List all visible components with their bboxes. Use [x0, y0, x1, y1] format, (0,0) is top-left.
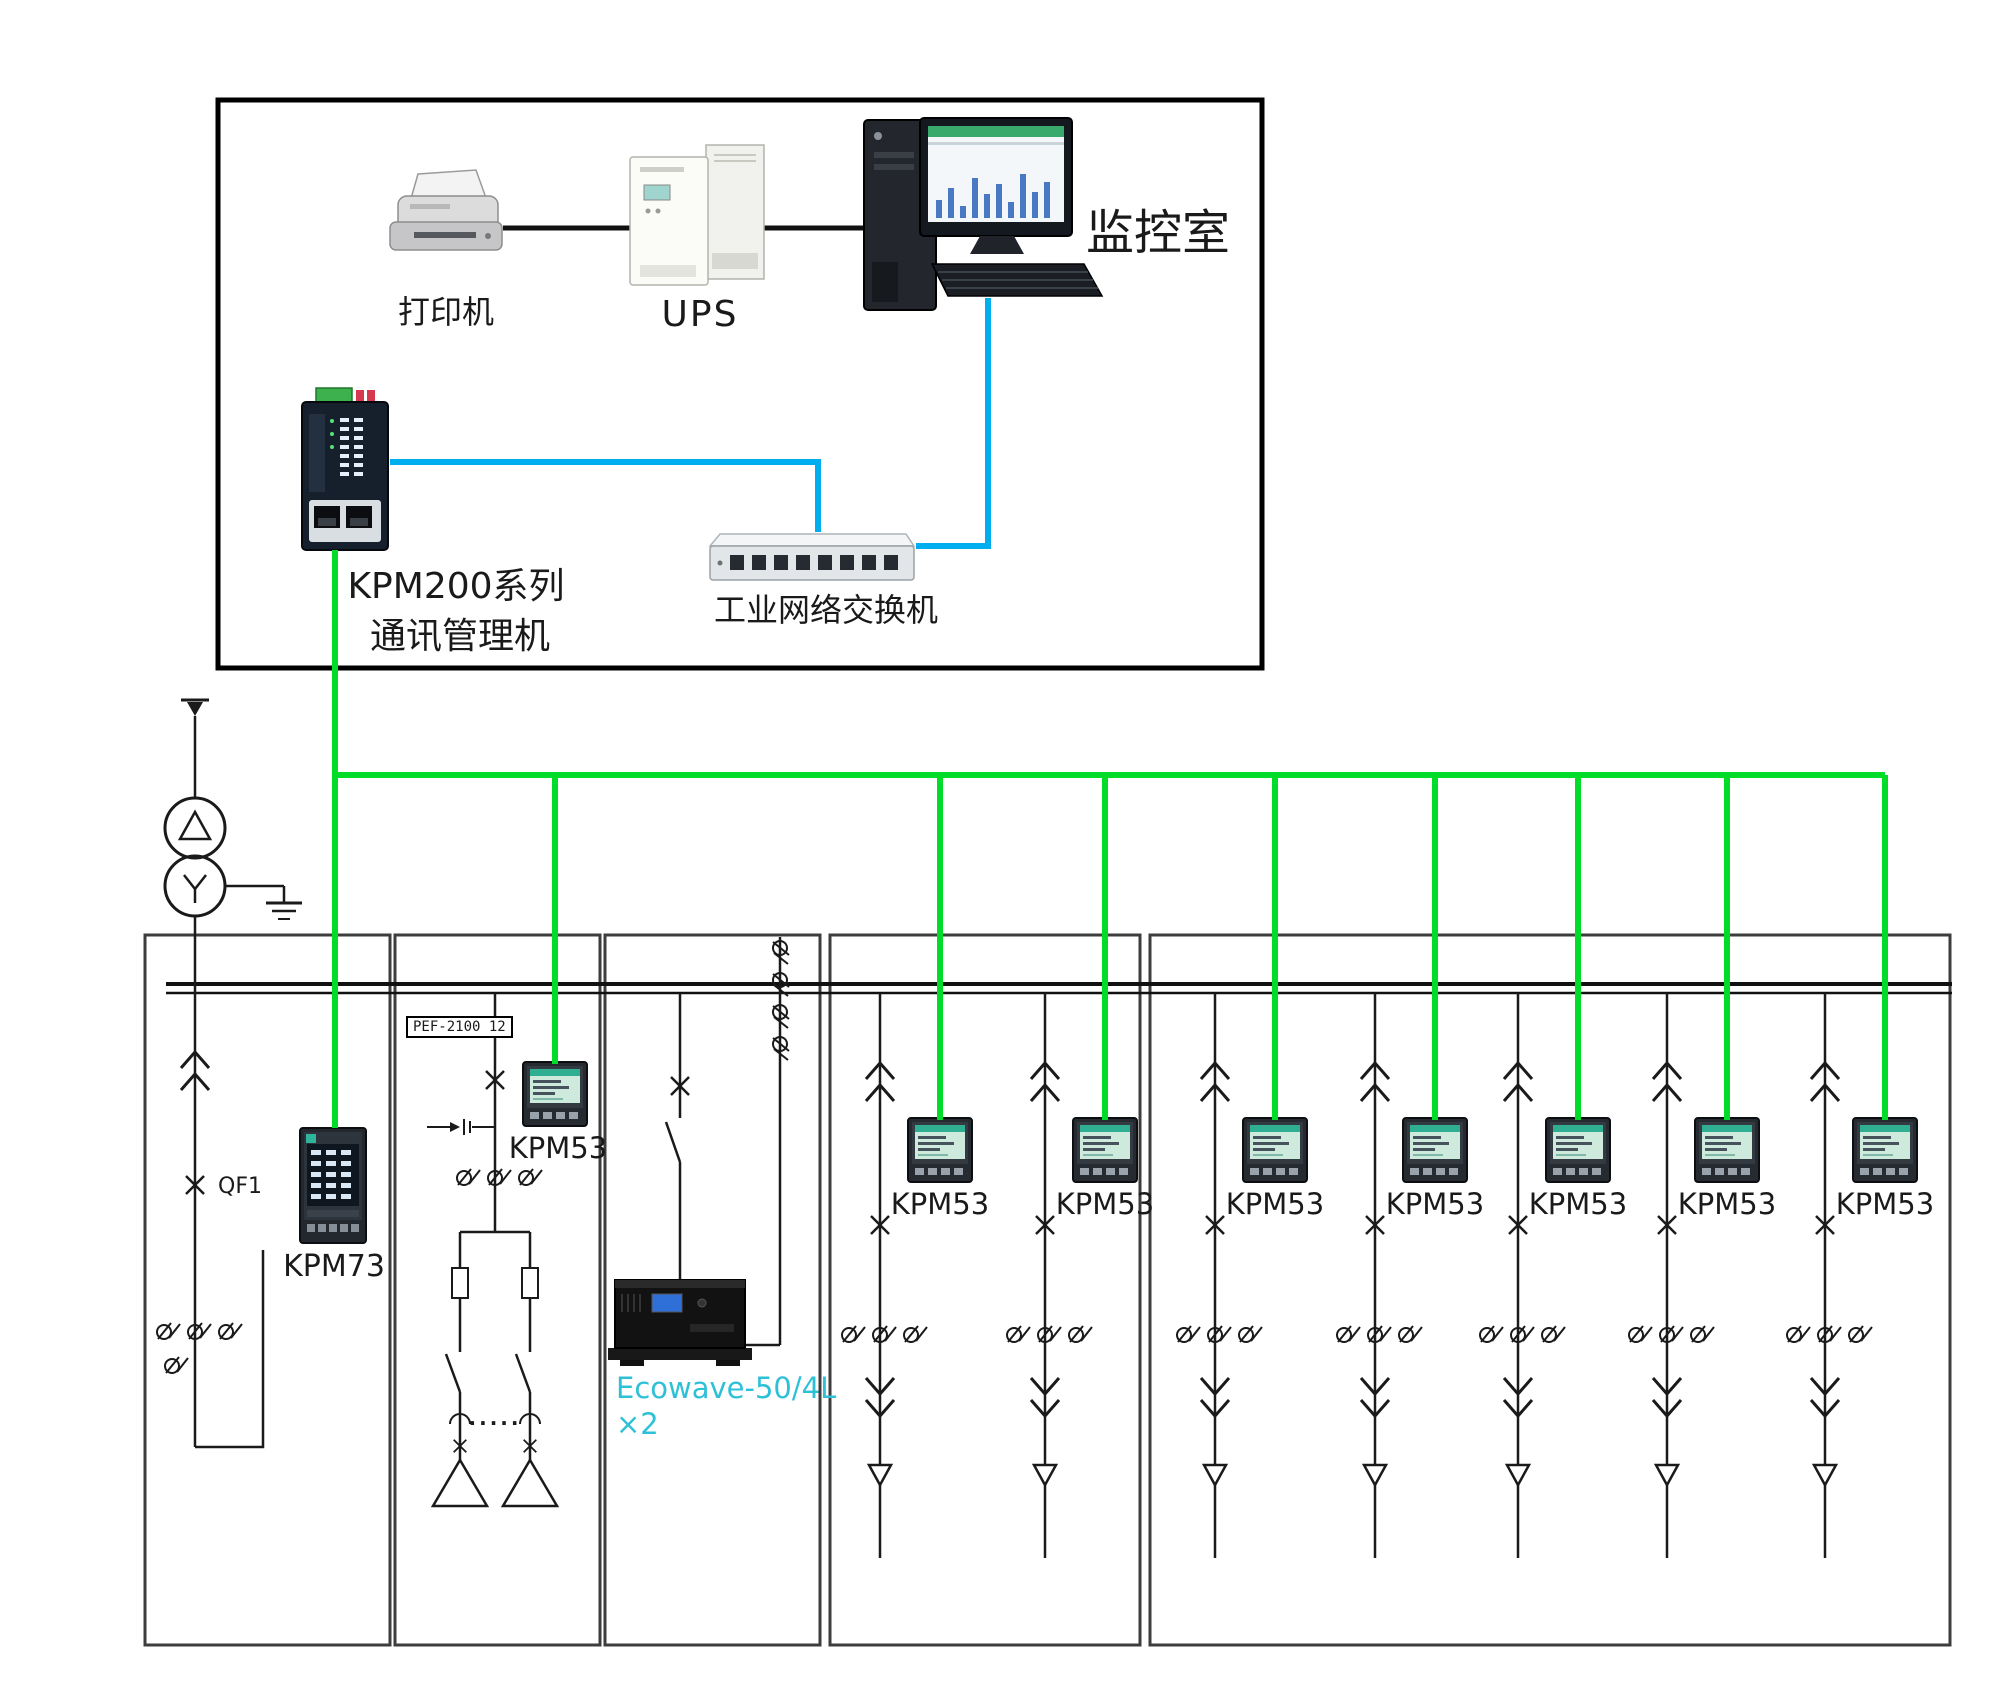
kpm53-label-2: KPM53 — [1055, 1187, 1155, 1221]
workstation — [863, 117, 1104, 311]
surge-arrester-symbol — [427, 1119, 495, 1135]
ecowave-label: Ecowave-50/4L — [616, 1371, 837, 1405]
kpm73-label: KPM73 — [283, 1249, 385, 1284]
ethernet-lines — [390, 298, 991, 549]
transformer-winding-delta — [163, 796, 227, 860]
feeder-line — [1787, 993, 1872, 1558]
switch-ports — [730, 555, 898, 570]
outgoing-feeders — [842, 993, 1872, 1558]
panel-incoming — [143, 933, 392, 1647]
ecowave-device — [608, 1279, 752, 1366]
panel-filter — [603, 933, 822, 1647]
incoming-feeder — [157, 993, 265, 1449]
feeder-line — [842, 993, 927, 1558]
kpm53-meter — [1402, 1117, 1468, 1183]
kpm53-meter — [1852, 1117, 1918, 1183]
pef-relay-label: PEF-2100 12 — [406, 1016, 513, 1039]
keyboard — [930, 263, 1104, 297]
screen-chart — [936, 174, 1050, 218]
industrial-switch — [708, 533, 916, 581]
kpm53-label-capacitor: KPM53 — [508, 1131, 608, 1165]
monitor-room-label: 监控室 — [1086, 205, 1231, 261]
feeder-line — [1177, 993, 1262, 1558]
feeder-line — [1629, 993, 1714, 1558]
kpm53-label-1: KPM53 — [890, 1187, 990, 1221]
panel-feeders-a — [828, 933, 1142, 1647]
filter-circuit — [664, 937, 790, 1347]
ct-group — [157, 1323, 242, 1339]
panel-capacitor — [393, 933, 602, 1647]
monitor-room-boundary — [215, 97, 1265, 671]
transformer-incomer — [163, 698, 302, 993]
transformer-winding-wye — [163, 854, 227, 918]
qf1-label: QF1 — [218, 1174, 262, 1199]
panel-feeders-b — [1148, 933, 1952, 1647]
ups-label: UPS — [661, 294, 739, 335]
feeder-line — [1007, 993, 1092, 1558]
kpm53-label-7: KPM53 — [1835, 1187, 1935, 1221]
kpm53-label-5: KPM53 — [1528, 1187, 1628, 1221]
feeder-line — [1480, 993, 1565, 1558]
fuse — [451, 1267, 469, 1299]
comm-lines — [332, 550, 1888, 1128]
kpm53-meter — [907, 1117, 973, 1183]
kpm53-meter — [1545, 1117, 1611, 1183]
kpm53-meter — [1072, 1117, 1138, 1183]
branch-dots: ····· — [468, 1411, 522, 1435]
kpm200-gateway — [301, 387, 389, 551]
monitor — [919, 117, 1073, 254]
capacitor-delta — [430, 1457, 490, 1508]
switch-label: 工业网络交换机 — [713, 591, 939, 629]
capacitor-delta — [500, 1457, 560, 1508]
kpm53-meter — [1242, 1117, 1308, 1183]
ecowave-screen — [651, 1293, 683, 1313]
kpm73-meter — [299, 1127, 367, 1244]
gateway-label-line1: KPM200系列 — [347, 566, 565, 607]
printer — [389, 169, 503, 251]
kpm53-label-3: KPM53 — [1225, 1187, 1325, 1221]
printer-label: 打印机 — [397, 293, 495, 331]
kpm53-meter — [1694, 1117, 1760, 1183]
feeder-line — [1337, 993, 1422, 1558]
ups — [629, 144, 765, 286]
ground-symbol — [225, 884, 302, 920]
kpm53-label-4: KPM53 — [1385, 1187, 1485, 1221]
busbar — [166, 982, 1952, 995]
kpm53-label-6: KPM53 — [1677, 1187, 1777, 1221]
kpm53-meter — [522, 1061, 588, 1127]
feeder-meters — [907, 1117, 1918, 1183]
gateway-label-line2: 通讯管理机 — [369, 616, 551, 657]
ecowave-qty-label: ×2 — [616, 1407, 659, 1441]
led-indicators — [340, 418, 363, 476]
fuse — [521, 1267, 539, 1299]
